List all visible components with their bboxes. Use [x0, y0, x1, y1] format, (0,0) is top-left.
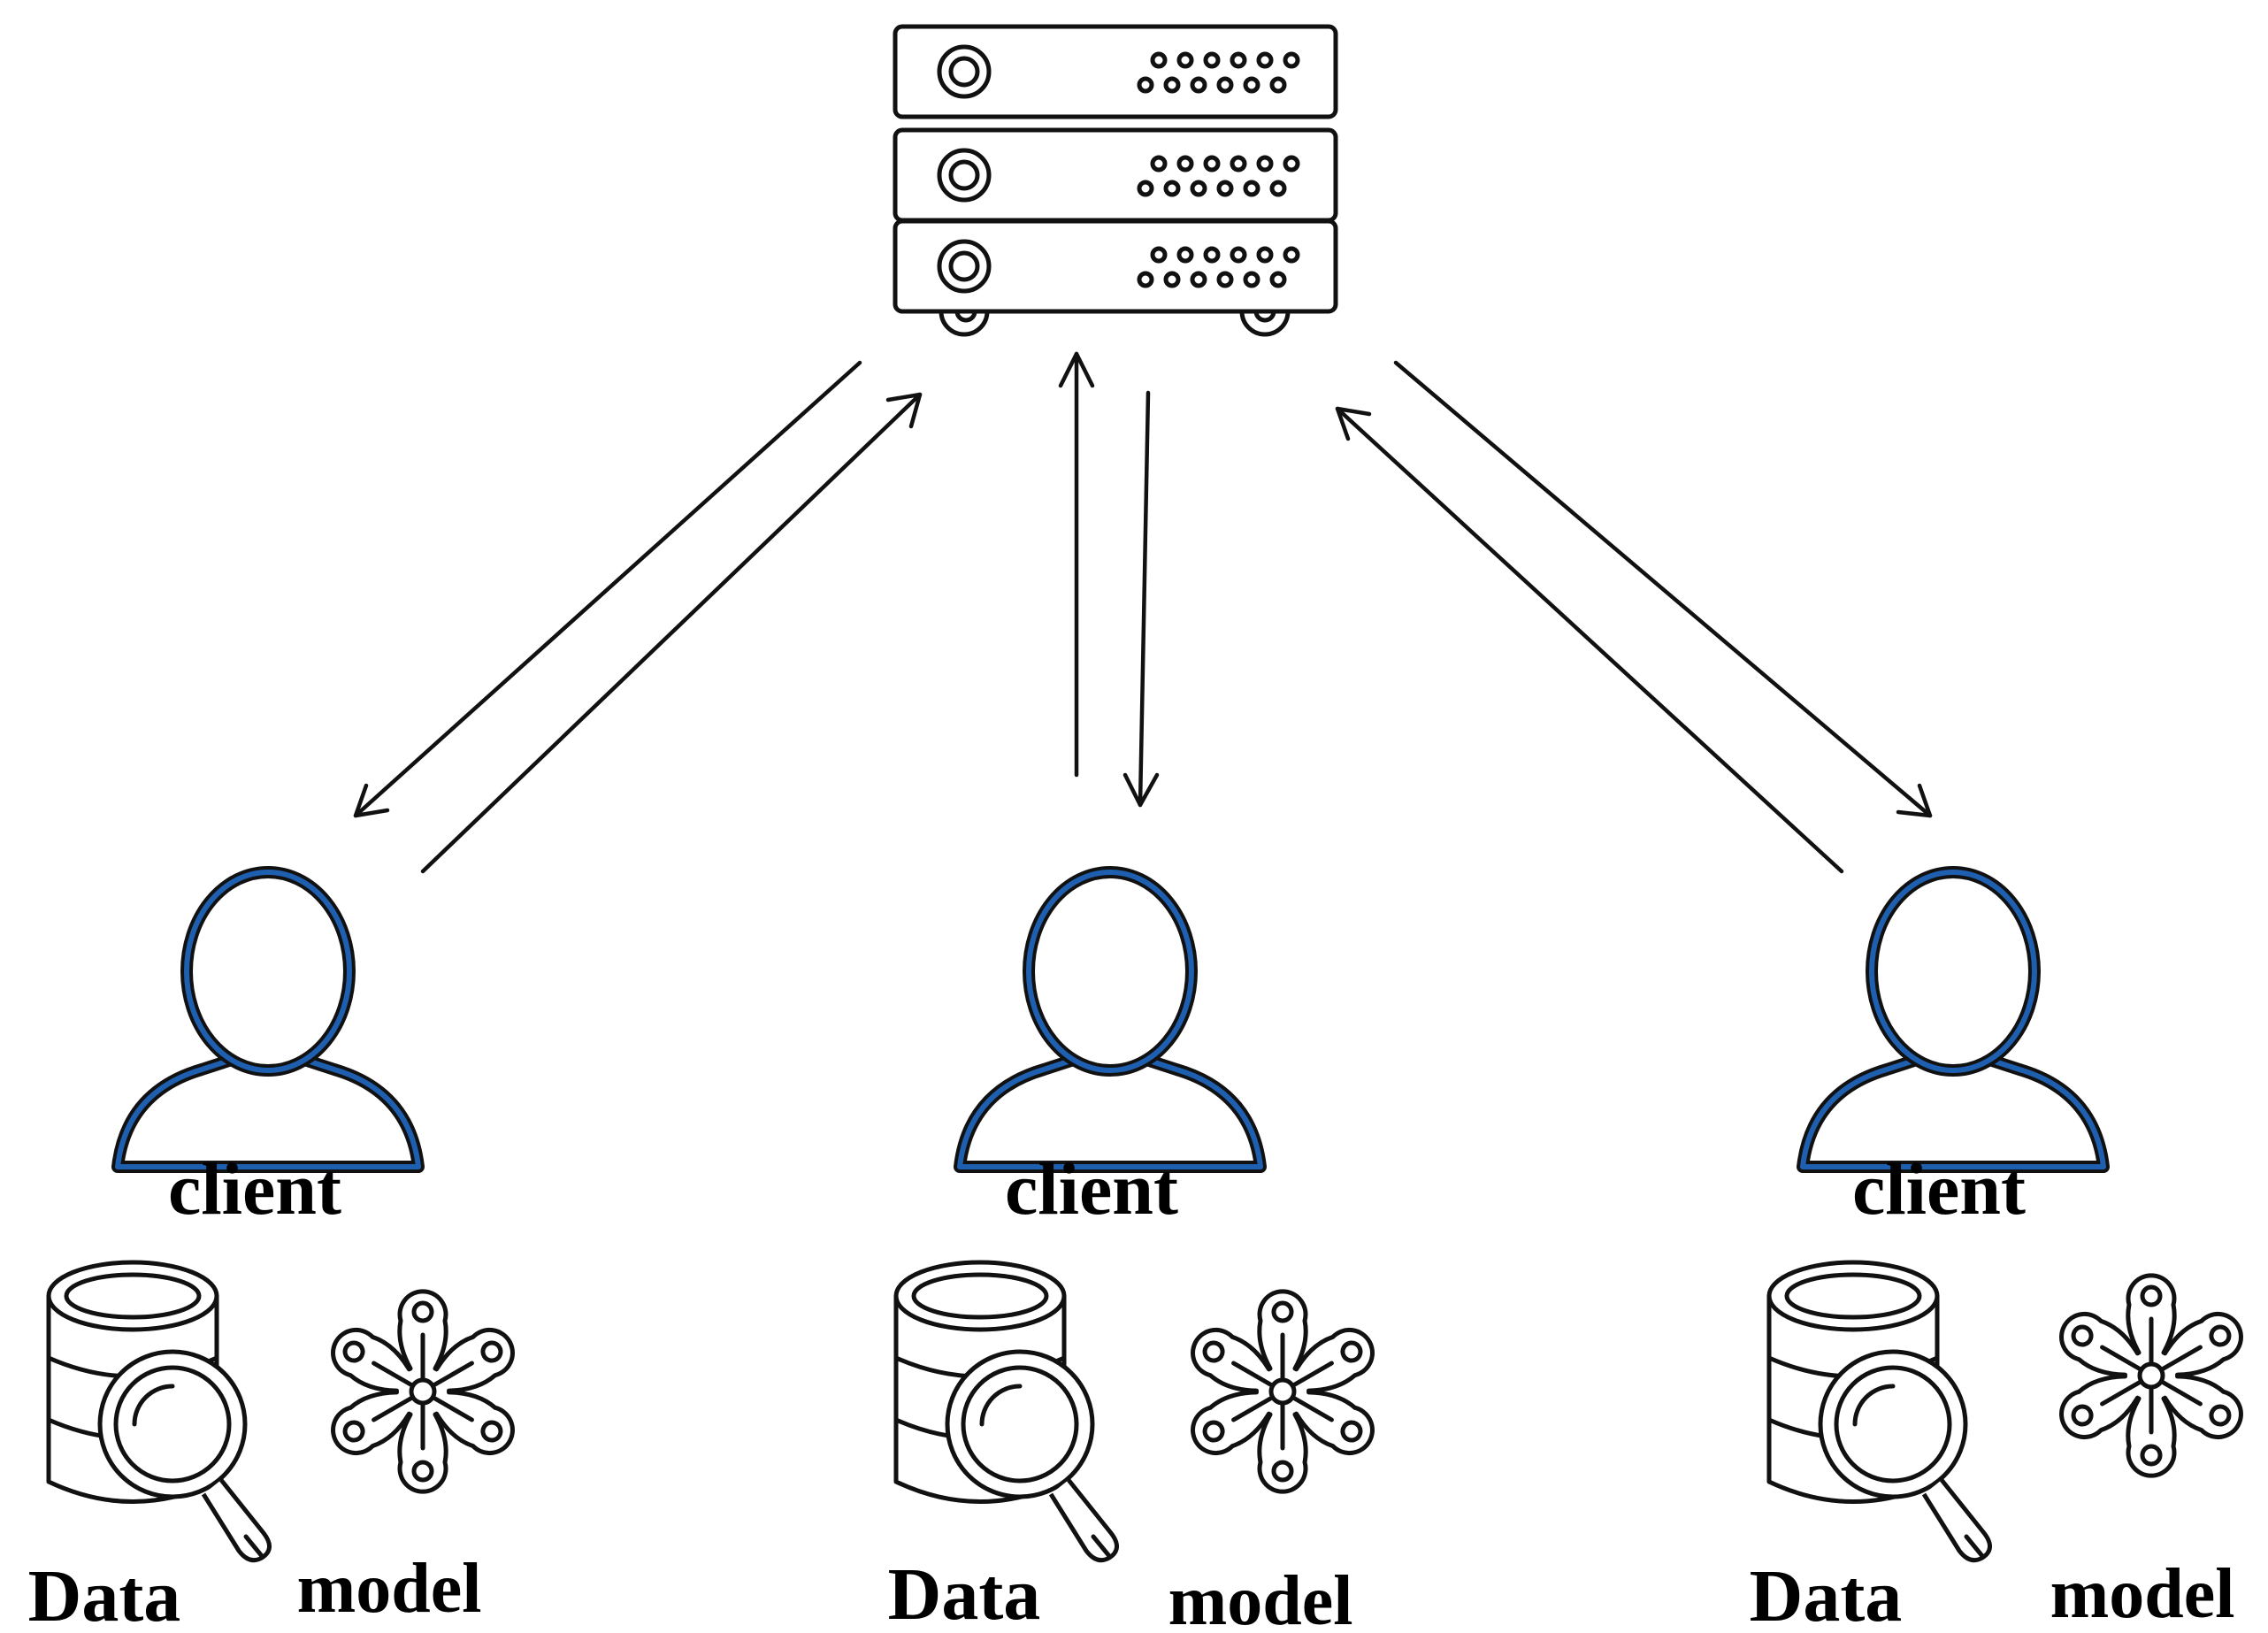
client-label: client [1852, 1148, 2026, 1230]
data-label: Data [1750, 1555, 1903, 1633]
user-icon [960, 872, 1260, 1167]
client-label: client [168, 1148, 341, 1230]
model-label: model [2050, 1555, 2235, 1633]
arrow-client-left-to-server [420, 392, 923, 874]
neural-network-icon [325, 1292, 521, 1491]
user-icon [118, 872, 418, 1167]
arrow-client-right-to-server [1335, 406, 1844, 874]
arrows [353, 351, 1933, 874]
arrow-server-to-client-right [1393, 360, 1933, 818]
user-icon [1803, 872, 2103, 1167]
arrow-server-to-client-left [353, 360, 862, 818]
model-label: model [297, 1550, 482, 1628]
client-label: client [1005, 1148, 1178, 1230]
database-search-icon [1769, 1262, 1990, 1560]
data-label: Data [888, 1553, 1041, 1633]
neural-network-icon [2053, 1276, 2249, 1476]
arrow-server-to-client-middle [1123, 390, 1160, 808]
database-search-icon [896, 1262, 1117, 1560]
server-rack-icon [895, 27, 1336, 337]
data-label: Data [28, 1555, 181, 1633]
client-group-middle: client Data model [888, 872, 1381, 1633]
arrow-client-middle-to-server [1058, 351, 1095, 778]
model-label: model [1168, 1562, 1353, 1633]
neural-network-icon [1184, 1292, 1381, 1491]
database-search-icon [49, 1262, 270, 1560]
client-group-right: client Data model [1750, 872, 2249, 1633]
client-group-left: client Data model [28, 872, 521, 1633]
